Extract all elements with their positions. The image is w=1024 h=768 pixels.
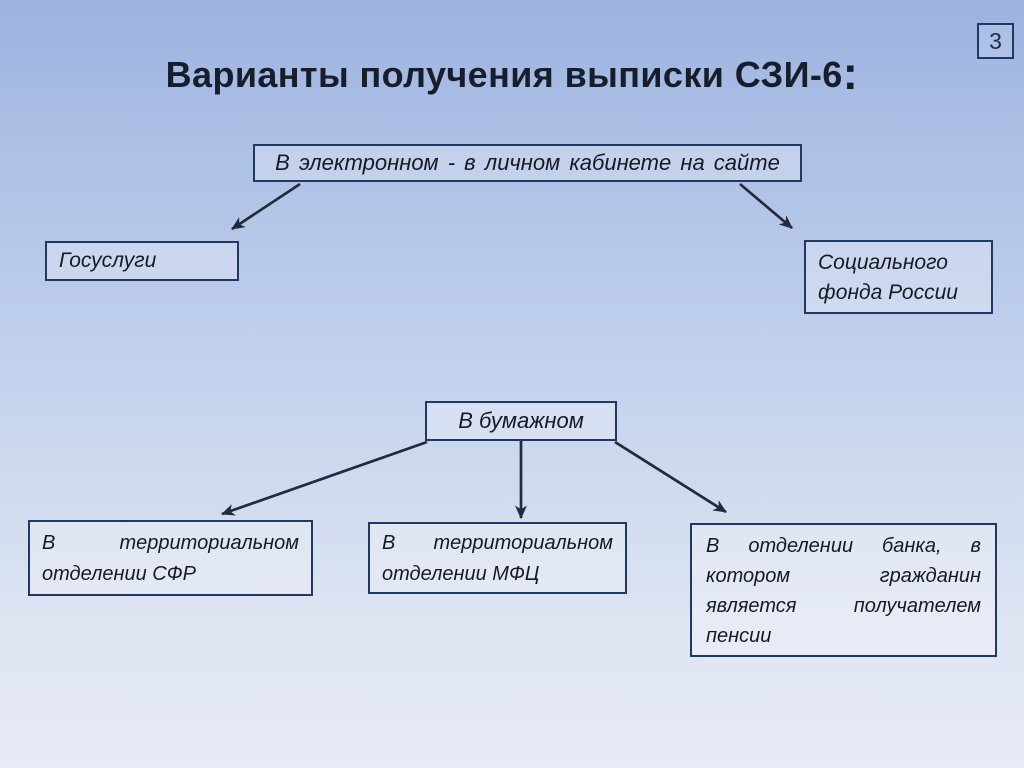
arrow-electronic-to-gosuslugi xyxy=(231,182,301,231)
slide-number-box: 3 xyxy=(977,23,1014,59)
slide-number: 3 xyxy=(989,27,1002,54)
label-line: Социального xyxy=(818,251,948,274)
node-mfc-office: В территориальном отделении МФЦ xyxy=(368,522,627,594)
node-bank-branch: В отделении банка, в котором гражданин я… xyxy=(690,523,997,657)
label-line: пенсии xyxy=(706,625,772,647)
label-line: является получателем xyxy=(706,595,981,617)
node-sfr-site: Социального фонда России xyxy=(804,240,993,314)
page-title: Варианты получения выписки СЗИ-6: xyxy=(0,50,1024,96)
arrow-paper-to-sfr-office xyxy=(221,440,428,516)
label-line: В отделении банка, в xyxy=(706,535,981,557)
arrow-electronic-to-sfr-site xyxy=(739,182,793,230)
node-gosuslugi: Госуслуги xyxy=(45,241,239,281)
label-line: фонда России xyxy=(818,281,958,304)
label-line: В территориальном xyxy=(382,532,613,554)
page-title-colon: : xyxy=(842,47,859,99)
node-paper: В бумажном xyxy=(425,401,617,441)
arrow-paper-to-bank xyxy=(614,440,727,514)
label-line: отделении СФР xyxy=(42,563,196,585)
page-title-text: Варианты получения выписки СЗИ-6 xyxy=(165,54,843,95)
node-gosuslugi-label: Госуслуги xyxy=(59,249,157,272)
label-line: котором гражданин xyxy=(706,565,981,587)
node-electronic: В электронном - в личном кабинете на сай… xyxy=(253,144,802,182)
label-line: В территориальном xyxy=(42,532,299,554)
node-paper-label: В бумажном xyxy=(458,408,584,433)
node-sfr-office: В территориальном отделении СФР xyxy=(28,520,313,596)
node-electronic-label: В электронном - в личном кабинете на сай… xyxy=(275,150,780,175)
label-line: отделении МФЦ xyxy=(382,563,540,585)
